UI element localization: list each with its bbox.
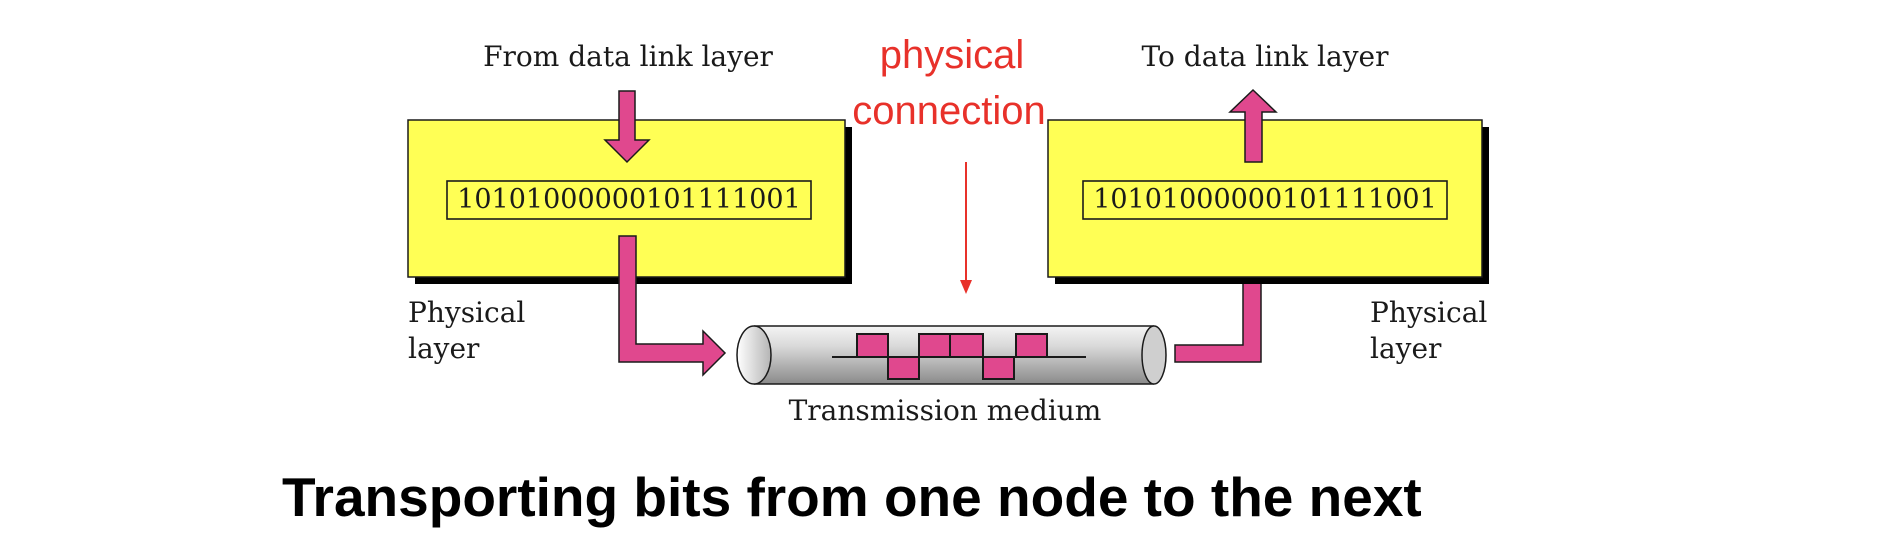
pulse-up-1 — [856, 333, 889, 358]
right-top-label: To data link layer — [1142, 40, 1390, 73]
left-side-label-line1: Physical — [408, 296, 525, 329]
right-box — [1047, 119, 1483, 278]
pulse-up-3 — [949, 333, 984, 358]
pulse-up-2 — [918, 333, 951, 358]
right-physical-layer-node: 10101000000101111001 — [1047, 119, 1489, 284]
pulse-up-4 — [1015, 333, 1048, 358]
left-down-arrow — [603, 90, 651, 164]
figure-caption: Transporting bits from one node to the n… — [282, 466, 1422, 528]
pipe-left-cap — [736, 325, 772, 385]
right-bits: 10101000000101111001 — [1093, 184, 1437, 215]
pulse-down-2 — [982, 356, 1015, 380]
right-up-arrow — [1228, 88, 1278, 163]
left-to-medium-arrow — [618, 235, 727, 377]
annotation-line2: connection — [852, 89, 1045, 133]
right-bits-frame — [1082, 180, 1448, 220]
right-side-label-line2: layer — [1370, 332, 1442, 365]
pulse-down-1 — [887, 356, 920, 380]
left-side-label-line2: layer — [408, 332, 480, 365]
transmission-medium-pipe — [736, 325, 1167, 385]
left-top-label: From data link layer — [483, 40, 773, 73]
annotation-line1: physical — [880, 33, 1025, 77]
pipe-right-cap — [1141, 325, 1167, 385]
right-side-label-line1: Physical — [1370, 296, 1487, 329]
medium-label: Transmission medium — [789, 394, 1102, 427]
left-bits-frame — [446, 180, 812, 220]
annotation-arrow — [960, 162, 972, 294]
left-bits: 10101000000101111001 — [457, 184, 801, 215]
signal-pulses — [856, 333, 1048, 380]
